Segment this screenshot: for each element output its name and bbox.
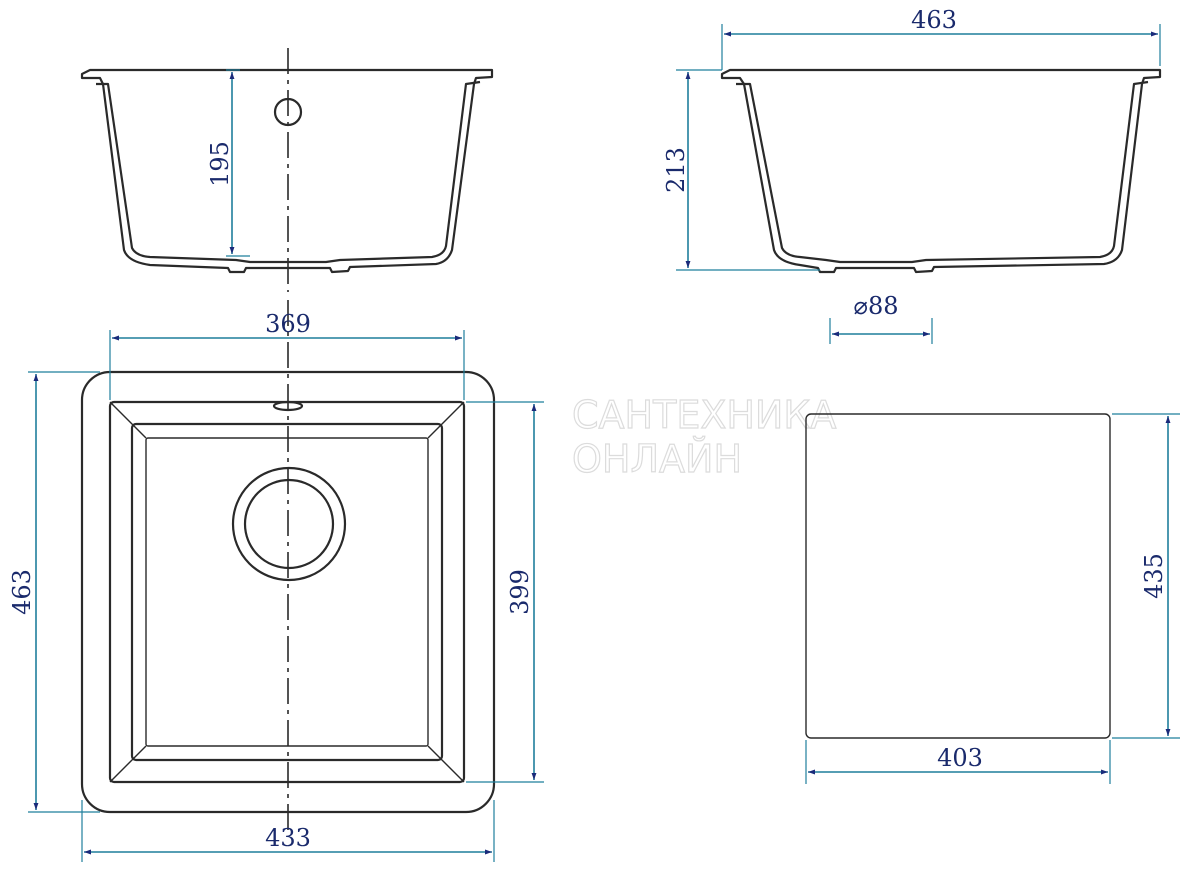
- front-view-outer-profile: [720, 68, 1162, 274]
- top-view-corner: [109, 745, 147, 783]
- side-view: 195: [80, 48, 494, 292]
- top-view-corner: [427, 745, 465, 783]
- dim-label-cutout-height: 435: [1140, 553, 1168, 599]
- watermark-line2: ОНЛАЙН: [572, 437, 742, 481]
- drain-outer-ring: [231, 466, 347, 582]
- top-view-bowl-inner: [130, 422, 444, 762]
- watermark-line1: САНТЕХНИКА: [572, 393, 836, 437]
- side-view-outer-profile: [80, 68, 494, 274]
- dim-label-depth-inner: 195: [206, 141, 234, 187]
- top-view-corner: [109, 401, 147, 439]
- dim-label-inner-width: 369: [265, 310, 311, 338]
- top-view-bowl-bottom: [145, 437, 429, 747]
- top-view: 369 463 399 433: [8, 300, 544, 862]
- watermark: САНТЕХНИКА ОНЛАЙН: [571, 392, 837, 481]
- front-view: 463 213 ⌀88: [662, 6, 1162, 344]
- dim-label-outer-height: 463: [8, 569, 36, 615]
- dim-label-depth-outer: 213: [662, 147, 690, 193]
- dim-label-bottom-width: 433: [265, 824, 311, 852]
- top-view-bowl-edge: [108, 400, 466, 784]
- cutout-view: 435 403: [805, 413, 1180, 784]
- drain-inner-ring: [243, 478, 335, 570]
- dim-label-drain-diameter: ⌀88: [854, 292, 899, 320]
- top-view-corner: [427, 401, 465, 439]
- dim-label-width-top: 463: [911, 6, 957, 34]
- cutout-rectangle: [805, 413, 1111, 739]
- front-view-inner-profile: [736, 80, 1149, 264]
- dim-label-cutout-width: 403: [937, 744, 983, 772]
- dim-label-inner-height: 399: [506, 569, 534, 615]
